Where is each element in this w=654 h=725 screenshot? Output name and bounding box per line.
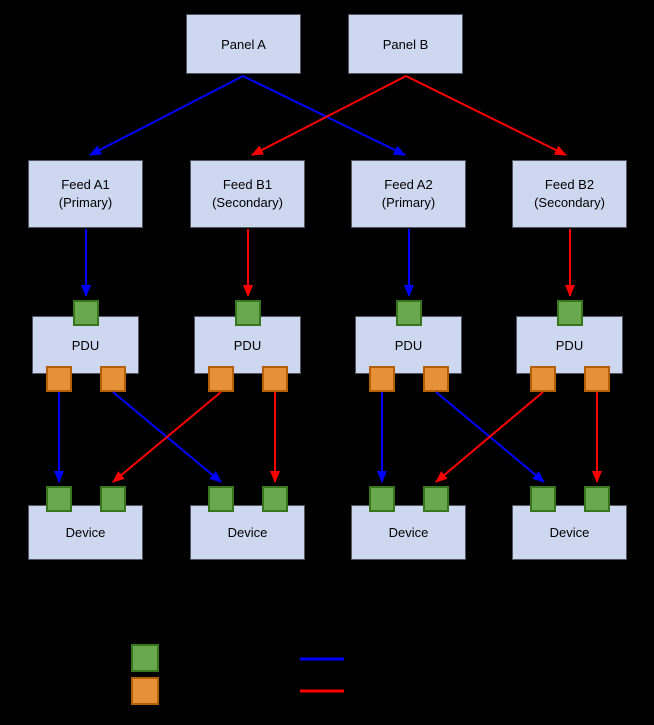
feed-a2-label: Feed A2 (384, 177, 433, 192)
device4-label: Device (549, 525, 590, 540)
device1-input-port-right (100, 486, 126, 512)
device2-box: Device (190, 505, 305, 560)
feed-b1-role: (Secondary) (212, 195, 283, 210)
device1-input-port-left (46, 486, 72, 512)
feed-a1-role: (Primary) (58, 195, 113, 210)
pdu2-output-port-left (208, 366, 234, 392)
pdu3-label: PDU (394, 337, 423, 353)
device4-input-port-left (530, 486, 556, 512)
arrow-panel-a-to-feed-a2 (242, 75, 406, 156)
device3-box: Device (351, 505, 466, 560)
pdu3-output-port-right (423, 366, 449, 392)
device1-label: Device (65, 525, 106, 540)
panel-a-box: Panel A (186, 14, 301, 74)
device4-box: Device (512, 505, 627, 560)
panel-b-box: Panel B (348, 14, 463, 74)
arrow-pdu3-to-device4 (435, 391, 545, 483)
pdu3-input-port (396, 300, 422, 326)
pdu1-output-port-right (100, 366, 126, 392)
device4-input-port-right (584, 486, 610, 512)
device3-input-port-left (369, 486, 395, 512)
feed-b2-label: Feed B2 (544, 177, 595, 192)
pdu4-output-port-right (584, 366, 610, 392)
pdu2-input-port (235, 300, 261, 326)
device3-input-port-right (423, 486, 449, 512)
arrow-panel-a-to-feed-a1 (89, 75, 244, 156)
pdu1-label: PDU (71, 337, 100, 353)
arrow-panel-b-to-feed-b1 (251, 75, 407, 156)
pdu4-output-port-left (530, 366, 556, 392)
pdu1-output-port-left (46, 366, 72, 392)
pdu4-label: PDU (555, 337, 584, 353)
device1-box: Device (28, 505, 143, 560)
pdu3-output-port-left (369, 366, 395, 392)
feed-a2-role: (Primary) (381, 195, 436, 210)
device2-input-port-left (208, 486, 234, 512)
feed-a1-box: Feed A1 (Primary) (28, 160, 143, 228)
panel-a-label: Panel A (221, 36, 266, 52)
pdu4-box: PDU (516, 316, 623, 374)
pdu4-input-port (557, 300, 583, 326)
legend-green-swatch (131, 644, 159, 672)
pdu2-box: PDU (194, 316, 301, 374)
feed-a2-box: Feed A2 (Primary) (351, 160, 466, 228)
device2-input-port-right (262, 486, 288, 512)
feed-b1-box: Feed B1 (Secondary) (190, 160, 305, 228)
feed-b2-box: Feed B2 (Secondary) (512, 160, 627, 228)
pdu2-label: PDU (233, 337, 262, 353)
device2-label: Device (227, 525, 268, 540)
panel-b-label: Panel B (382, 36, 429, 52)
device3-label: Device (388, 525, 429, 540)
arrow-pdu1-to-device2 (112, 391, 222, 483)
pdu1-input-port (73, 300, 99, 326)
feed-b2-role: (Secondary) (534, 195, 605, 210)
arrow-pdu4-to-device3 (435, 391, 544, 483)
feed-a1-label: Feed A1 (61, 177, 110, 192)
arrow-pdu2-to-device1 (112, 391, 222, 483)
feed-b1-label: Feed B1 (222, 177, 273, 192)
pdu2-output-port-right (262, 366, 288, 392)
legend-orange-swatch (131, 677, 159, 705)
arrow-panel-b-to-feed-b2 (405, 75, 567, 156)
